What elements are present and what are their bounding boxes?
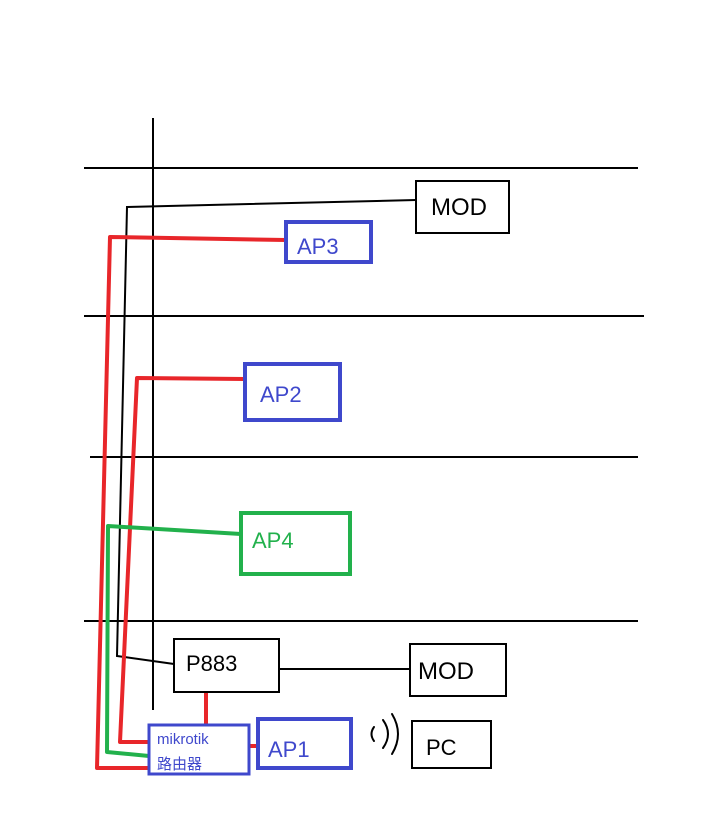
mod-top-label: MOD xyxy=(431,194,487,221)
wifi-signal-icon xyxy=(370,713,399,755)
node-p883: P883 xyxy=(173,638,280,693)
black-cables xyxy=(115,199,417,670)
node-router: mikrotik 路由器 xyxy=(147,723,251,776)
mod-bottom-label: MOD xyxy=(418,658,474,685)
node-mod-bottom: MOD xyxy=(409,643,507,697)
node-mod-top: MOD xyxy=(415,180,510,234)
node-pc: PC xyxy=(411,720,492,769)
router-label-line1: mikrotik xyxy=(157,731,209,748)
floor-lines xyxy=(84,118,644,710)
node-ap3: AP3 xyxy=(284,220,373,264)
ap2-label: AP2 xyxy=(260,382,302,407)
node-ap4: AP4 xyxy=(239,511,352,576)
ap4-label: AP4 xyxy=(252,528,294,553)
node-ap1: AP1 xyxy=(256,717,353,770)
ap3-label: AP3 xyxy=(297,234,339,259)
ap1-label: AP1 xyxy=(268,737,310,762)
node-ap2: AP2 xyxy=(243,362,342,422)
cable-router-to-ap2 xyxy=(118,376,247,744)
pc-label: PC xyxy=(426,735,457,760)
cable-router-to-ap3 xyxy=(95,235,288,770)
cable-mod-top-to-p883 xyxy=(115,199,417,665)
p883-label: P883 xyxy=(186,651,237,676)
cable-router-to-ap4 xyxy=(105,524,242,758)
router-label-line2: 路由器 xyxy=(157,756,202,773)
